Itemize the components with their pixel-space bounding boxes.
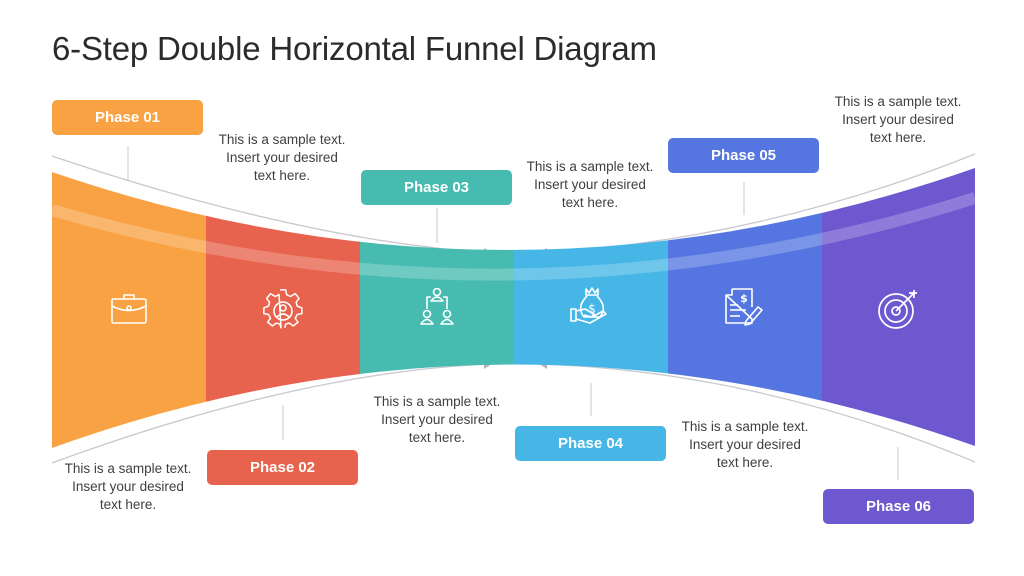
gear-user-icon [261, 287, 305, 331]
phase-04-label: Phase 04 [515, 426, 666, 461]
phase-01-description: This is a sample text. Insert your desir… [218, 132, 346, 183]
slide-title: 6-Step Double Horizontal Funnel Diagram [52, 30, 657, 67]
phase-06-label: Phase 06 [823, 489, 974, 524]
phase-05-label: Phase 05 [668, 138, 819, 173]
svg-text:$: $ [588, 302, 596, 316]
highlight-band [52, 192, 975, 281]
target-arrow-icon [876, 287, 920, 331]
phase-03-label: Phase 03 [361, 170, 512, 205]
svg-text:$: $ [740, 292, 748, 305]
invoice-pen-icon: $ [722, 285, 766, 329]
org-chart-icon [415, 285, 459, 329]
phase-03-description: This is a sample text. Insert your desir… [373, 394, 501, 445]
segment-phase-01 [52, 168, 206, 448]
phase-05-description: This is a sample text. Insert your desir… [681, 419, 809, 470]
briefcase-icon [107, 287, 151, 331]
bottom-guide-curve-right [539, 363, 976, 463]
top-guide-curve [51, 155, 491, 254]
phase-01-label: Phase 01 [52, 100, 203, 135]
phase-06-description: This is a sample text. Insert your desir… [834, 94, 962, 145]
money-bag-hand-icon: $ [568, 285, 612, 329]
phase-02-label: Phase 02 [207, 450, 358, 485]
phase-04-description: This is a sample text. Insert your desir… [526, 159, 654, 210]
bottom-guide-curve [51, 363, 491, 464]
phase-02-description: This is a sample text. Insert your desir… [64, 461, 192, 512]
